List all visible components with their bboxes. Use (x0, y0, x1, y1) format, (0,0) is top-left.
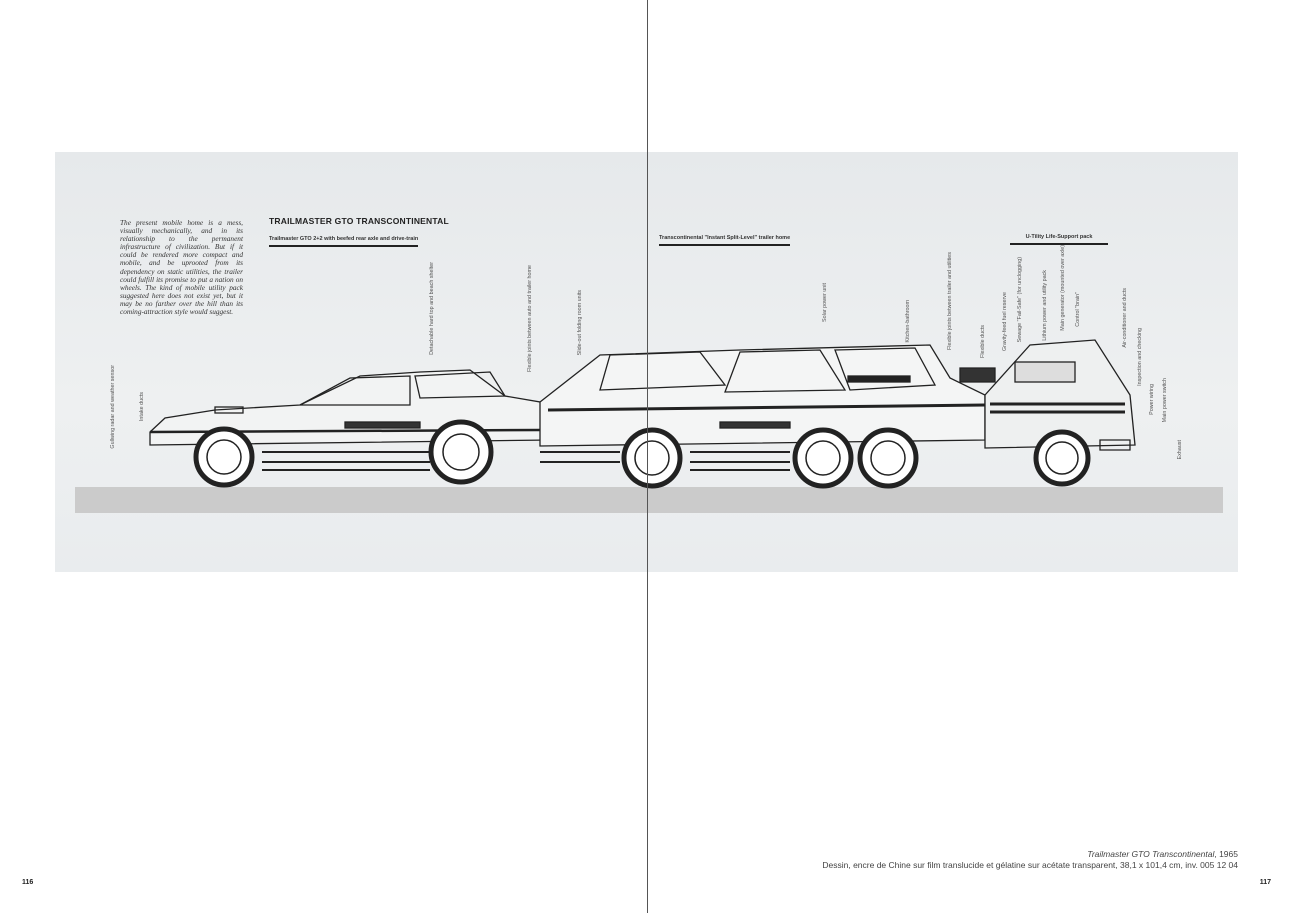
callout-label: Intake ducts (139, 392, 145, 422)
callout-label: Air-conditioner and ducts (1122, 288, 1128, 348)
caption-details: Dessin, encre de Chine sur film transluc… (822, 860, 1238, 870)
callout-label: Slide-out folding room units (577, 290, 583, 356)
caption: Trailmaster GTO Transcontinental, 1965 D… (822, 849, 1238, 871)
callout-label: Detachable hard top and beach shelter (429, 262, 435, 355)
callout-label: Main generator (mounted over axle) (1060, 245, 1066, 331)
caption-year: , 1965 (1214, 849, 1238, 859)
callout-label: Flexible ducts (980, 325, 986, 358)
callout-label: Gullwing radar and weather sensor (110, 365, 116, 449)
callout-label: Solar power unit (822, 283, 828, 322)
callout-label: Lithium power and utility pack (1042, 270, 1048, 341)
intro-paragraph: The present mobile home is a mess, visua… (120, 218, 243, 317)
callout-label: Flexible joints between trailer and util… (947, 252, 953, 350)
callout-label: Main power switch (1162, 378, 1168, 423)
wheels (193, 419, 1091, 489)
drawing-title: TRAILMASTER GTO TRANSCONTINENTAL (269, 216, 449, 226)
section-heading-trailer: Transcontinental "Instant Split-Level" t… (659, 235, 791, 246)
page-number-right: 117 (1259, 879, 1271, 886)
callout-label: Inspection and checking (1137, 328, 1143, 386)
section-heading-utility: U-Tility Life-Support pack (1010, 234, 1108, 245)
callout-label: Flexible joints between auto and trailer… (527, 265, 533, 372)
page-gutter (647, 0, 648, 913)
callout-label: Kitchen-bathroom (905, 300, 911, 343)
caption-title: Trailmaster GTO Transcontinental (1087, 849, 1215, 859)
page-number-left: 116 (22, 879, 34, 886)
callout-label: Power wiring (1149, 384, 1155, 415)
callout-label: Sewage "Fail-Safe" (for unclogging) (1017, 257, 1023, 343)
section-heading-car: Trailmaster GTO 2+2 with beefed rear axl… (269, 236, 419, 247)
callout-label: Exhaust (1177, 440, 1183, 460)
callout-label: Gravity-feed fuel reserve (1002, 292, 1008, 352)
ground-band (75, 487, 1223, 513)
callout-label: Control "brain" (1075, 292, 1081, 327)
